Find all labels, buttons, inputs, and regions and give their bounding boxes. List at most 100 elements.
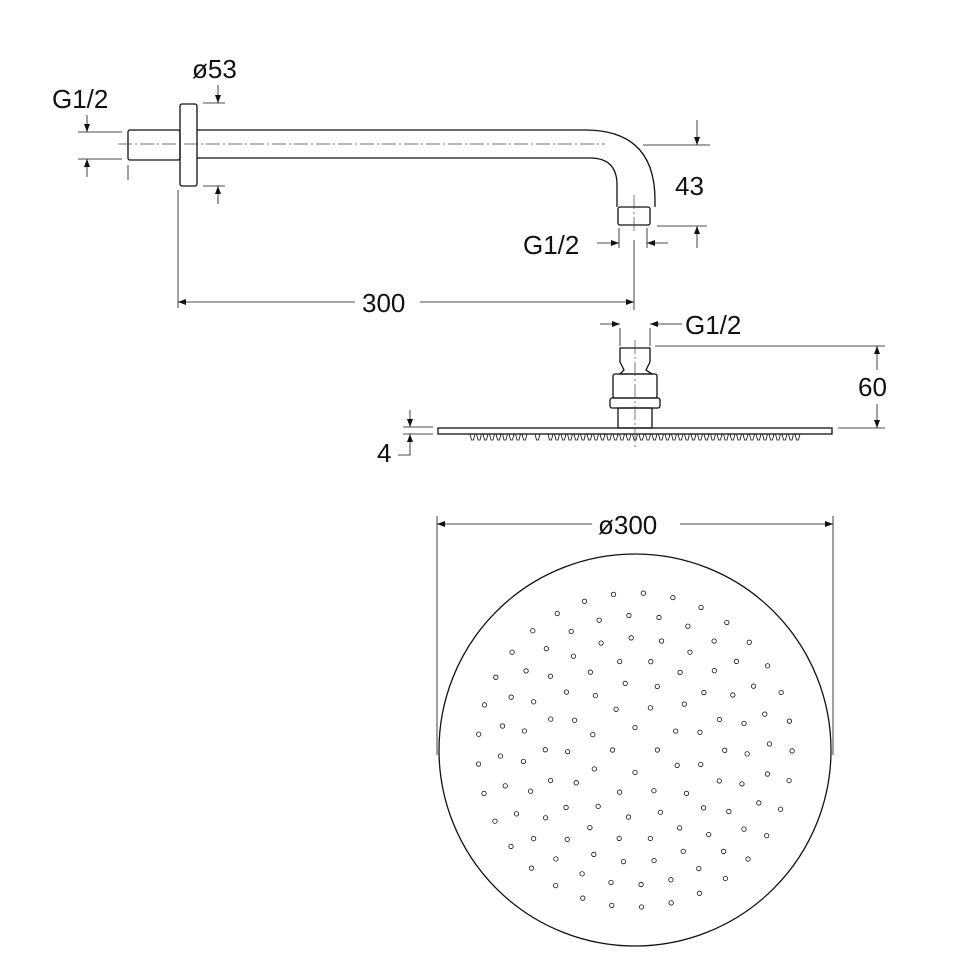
nozzle-icon xyxy=(499,723,506,729)
nozzle-icon xyxy=(587,669,593,675)
nozzle-icon xyxy=(596,617,602,623)
nozzle-icon xyxy=(476,731,482,737)
nozzle-side-icon xyxy=(638,433,645,441)
nozzle-icon xyxy=(542,747,548,753)
nozzle-side-icon xyxy=(645,433,651,441)
nozzle-icon xyxy=(613,706,619,712)
nozzle-icon xyxy=(592,692,598,699)
nozzle-icon xyxy=(685,623,691,629)
flange-diameter-label: ø53 xyxy=(192,54,237,84)
nozzle-icon xyxy=(587,825,593,831)
nozzle-side-icon xyxy=(671,433,677,441)
nozzle-side-icon xyxy=(534,433,541,441)
nozzle-icon xyxy=(658,638,665,644)
nozzle-icon xyxy=(764,771,771,777)
nozzle-icon xyxy=(726,808,732,815)
nozzle-side-icon xyxy=(703,433,710,441)
outlet-height-label: 43 xyxy=(675,171,704,201)
nozzle-side-icon xyxy=(567,433,573,441)
nozzle-icon xyxy=(654,683,660,690)
head-diameter-dimension: ø300 xyxy=(436,510,834,755)
nozzle-icon xyxy=(497,753,504,759)
nozzle-icon xyxy=(668,900,674,906)
flange-diameter-dimension: ø53 xyxy=(192,54,237,204)
nozzle-side-icon xyxy=(521,433,528,441)
arm-pipe-inner xyxy=(197,157,618,207)
nozzle-icon xyxy=(481,790,487,797)
nozzle-icon xyxy=(750,683,757,689)
head-height-label: 60 xyxy=(858,372,887,402)
nozzle-icon xyxy=(680,848,686,854)
nozzle-side-icon xyxy=(749,433,755,441)
nozzle-side-icon xyxy=(476,433,482,441)
nozzle-icon xyxy=(656,614,662,621)
head-outline xyxy=(438,553,832,947)
nozzle-icon xyxy=(543,646,549,652)
nozzle-icon xyxy=(764,833,770,839)
plate-thickness-dimension: 4 xyxy=(377,410,433,468)
nozzle-icon xyxy=(648,659,654,665)
nozzle-icon xyxy=(700,805,707,811)
nozzle-icon xyxy=(739,781,745,787)
nozzle-icon xyxy=(724,619,730,626)
nozzle-icon xyxy=(744,751,750,757)
nozzle-icon xyxy=(609,747,616,753)
nozzle-icon xyxy=(547,673,554,679)
nozzle-icon xyxy=(528,788,534,794)
nozzle-side-icon xyxy=(495,433,502,441)
nozzle-icon xyxy=(554,610,560,617)
nozzle-icon xyxy=(543,815,549,821)
nozzle-icon xyxy=(789,748,795,754)
nozzle-side-icon xyxy=(684,433,690,441)
nozzle-side-icon xyxy=(697,433,703,441)
nozzle-icon xyxy=(786,718,793,724)
nozzle-side-icon xyxy=(469,433,476,441)
nozzle-icon xyxy=(553,856,559,862)
nozzle-icon xyxy=(521,728,528,734)
nozzle-side-icon xyxy=(762,433,768,441)
nozzle-icon xyxy=(531,699,537,705)
inlet-thread-label: G1/2 xyxy=(52,84,108,114)
nozzle-icon xyxy=(626,612,632,619)
nozzle-icon xyxy=(668,877,674,883)
nozzle-icon xyxy=(654,747,661,753)
nozzle-icon xyxy=(778,689,784,696)
nozzle-icon xyxy=(698,761,704,768)
wall-flange xyxy=(179,103,198,187)
nozzle-icon xyxy=(681,701,687,707)
nozzle-side-icon xyxy=(554,433,560,441)
nozzle-icon xyxy=(711,638,717,644)
nozzle-icon xyxy=(673,728,679,734)
nozzle-icon xyxy=(711,668,717,674)
nozzle-side-icon xyxy=(560,433,567,441)
nozzle-icon xyxy=(570,653,577,659)
nozzle-side-icon xyxy=(775,433,781,441)
nozzle-icon xyxy=(608,879,614,886)
nozzle-icon xyxy=(530,628,536,634)
nozzle-icon xyxy=(716,716,723,723)
nozzle-icon xyxy=(733,658,739,664)
nozzle-icon xyxy=(741,720,747,727)
nozzle-icon xyxy=(590,732,596,738)
head-thread-label: G1/2 xyxy=(685,310,741,340)
nozzle-side-icon xyxy=(489,433,495,441)
nozzle-side-icon xyxy=(593,433,599,441)
nozzle-side-icon xyxy=(716,433,723,441)
nozzle-icon xyxy=(777,806,784,812)
nozzle-icon xyxy=(502,783,508,789)
nozzle-icon xyxy=(632,724,638,731)
nozzle-icon xyxy=(687,649,693,655)
outlet-thread-dimension: G1/2 xyxy=(523,228,668,260)
nozzle-side-icon xyxy=(755,433,762,441)
nozzle-icon xyxy=(617,789,623,795)
nozzle-side-icon xyxy=(508,433,515,441)
nozzle-icon xyxy=(625,814,632,820)
nozzle-side-icon xyxy=(664,433,671,441)
nozzle-side-icon xyxy=(573,433,580,441)
nozzle-icon xyxy=(520,758,526,765)
nozzle-icon xyxy=(677,669,683,675)
nozzle-side-icon xyxy=(788,433,794,441)
plate-thickness-label: 4 xyxy=(377,438,391,468)
nozzle-icon xyxy=(513,811,520,817)
